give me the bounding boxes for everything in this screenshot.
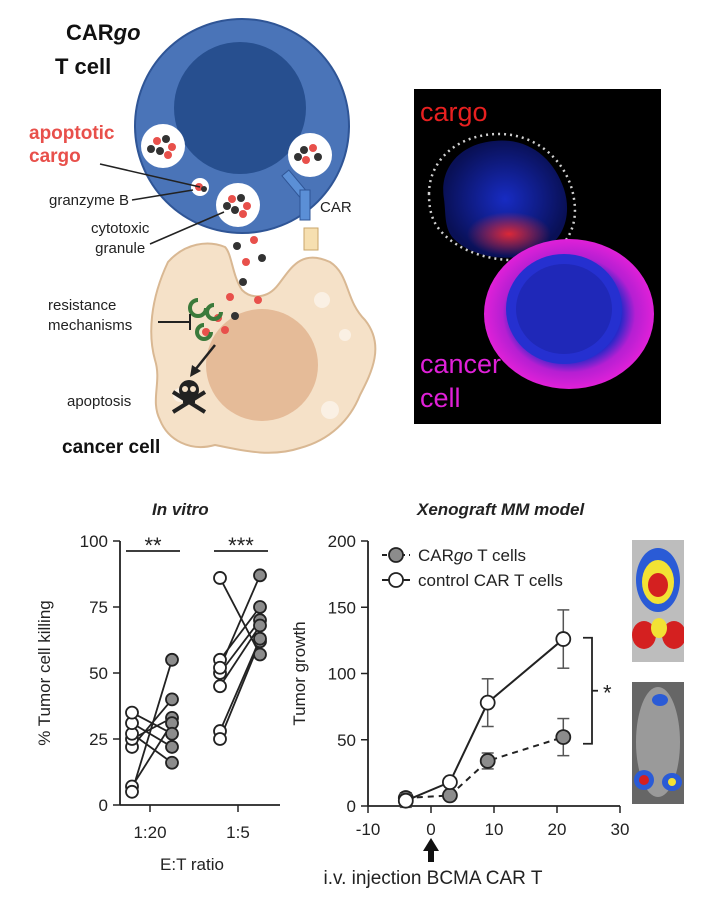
filled-marker (165, 740, 179, 754)
apoptosis-label: apoptosis (67, 393, 132, 410)
y-tick-label: 0 (347, 797, 356, 816)
open-marker (441, 774, 458, 791)
filled-marker (253, 618, 267, 633)
x-tick-label: 1:20 (133, 823, 166, 842)
y-axis-label: % Tumor cell killing (35, 600, 54, 746)
filled-marker (253, 600, 267, 614)
y-axis-label: Tumor growth (290, 621, 309, 725)
filled-marker (253, 568, 267, 583)
micrograph-cargo-label: cargo (420, 97, 488, 127)
pair-line (219, 619, 261, 674)
bli-image-control (632, 540, 684, 662)
filled-marker (165, 726, 179, 741)
y-tick-label: 75 (89, 598, 108, 617)
cancer-cell-nucleus (206, 309, 318, 421)
open-marker (213, 660, 227, 675)
significance-bracket (583, 636, 593, 745)
bli-image-cargo (632, 682, 684, 804)
granule-icon (216, 183, 260, 227)
chart1-plot: 0 25 50 75 100 1:20 1:5E:T ratio % Tumor cell k… (35, 532, 280, 874)
tcell-title-line2: T cell (55, 54, 112, 79)
granule-label: cytotoxic granule (91, 220, 150, 257)
open-marker (213, 571, 227, 585)
micrograph-image (427, 132, 654, 389)
significance-label: * (603, 681, 612, 706)
chart2-title: Xenograft MM model (417, 500, 585, 519)
filled-marker (441, 787, 458, 804)
y-tick-label: 25 (89, 730, 108, 749)
x-tick-label: 30 (611, 820, 630, 839)
open-marker (213, 679, 227, 694)
granzyme-label: granzyme B (49, 192, 130, 209)
x-axis-label: i.v. injection BCMA CAR T (324, 868, 543, 889)
filled-marker (253, 647, 267, 662)
filled-marker (165, 692, 179, 707)
skull-crossbones-icon (171, 380, 207, 414)
x-tick-label: -10 (356, 820, 381, 839)
y-tick-label: 100 (328, 665, 356, 684)
legend-label: CARgo T cells (418, 546, 526, 565)
filled-marker (253, 631, 267, 646)
y-tick-label: 200 (328, 532, 356, 551)
pair-line (219, 640, 261, 740)
pair-line (131, 722, 173, 748)
pair-line (219, 574, 261, 669)
open-marker (125, 705, 139, 720)
x-tick-label: 20 (548, 820, 567, 839)
pair-line (131, 659, 173, 793)
car-label: CAR (320, 199, 352, 216)
y-tick-label: 0 (99, 796, 108, 815)
filled-marker (555, 729, 572, 745)
resistance-label: resistance mechanisms (48, 297, 133, 334)
up-arrow-icon (428, 850, 434, 862)
significance-label: *** (228, 533, 254, 558)
open-marker (397, 792, 414, 809)
open-marker (125, 784, 139, 799)
tcell-title: CARgo (66, 20, 141, 45)
legend-marker (388, 547, 404, 563)
significance-label: ** (144, 533, 162, 558)
y-tick-label: 100 (80, 532, 108, 551)
filled-marker (165, 755, 179, 770)
apoptotic-cargo-label: apoptotic cargo (29, 123, 115, 167)
chart1-title: In vitro (152, 500, 209, 519)
open-marker (479, 694, 496, 711)
x-tick-label: 10 (485, 820, 504, 839)
series-line (405, 638, 564, 802)
micrograph-cancer-label: cancer cell (420, 349, 502, 413)
series-line (405, 736, 564, 800)
filled-marker (479, 753, 496, 769)
up-arrow-icon (423, 838, 439, 851)
legend-marker (388, 572, 404, 588)
granule-icon (141, 124, 185, 168)
x-tick-label: 1:5 (226, 823, 250, 842)
legend-label: control CAR T cells (418, 571, 563, 590)
cell-schematic (99, 18, 377, 454)
x-axis-label: E:T ratio (160, 855, 224, 874)
y-tick-label: 150 (328, 598, 356, 617)
open-marker (555, 631, 572, 647)
granule-icon (288, 133, 332, 177)
open-marker (213, 732, 227, 746)
pair-line (219, 624, 261, 687)
y-tick-label: 50 (89, 664, 108, 683)
cancer-cell-label: cancer cell (62, 437, 161, 458)
micrograph: cargo cancer cell (414, 89, 661, 424)
filled-marker (165, 652, 179, 667)
car-receptor-icon (281, 169, 319, 251)
x-tick-label: 0 (426, 820, 435, 839)
tcell-nucleus (174, 42, 306, 174)
y-tick-label: 50 (337, 731, 356, 750)
